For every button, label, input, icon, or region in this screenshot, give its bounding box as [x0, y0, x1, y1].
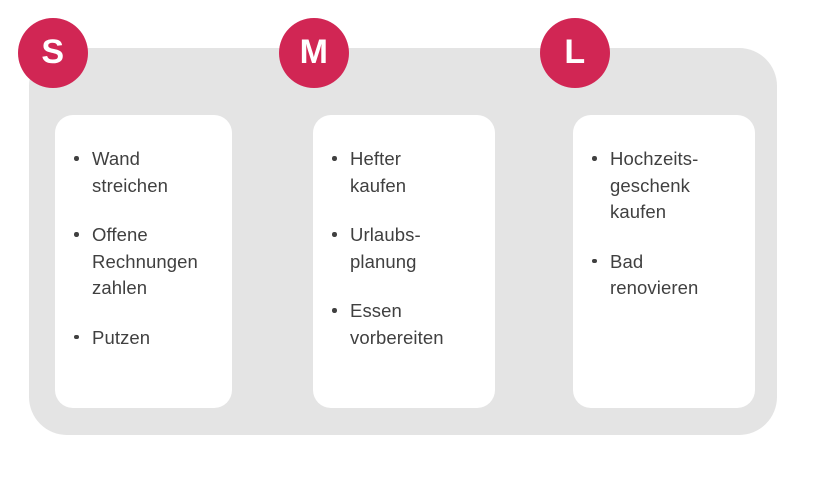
list-item: Hochzeits- geschenk kaufen — [590, 146, 745, 226]
size-badge-small: S — [18, 18, 88, 88]
list-item: Essen vorbereiten — [330, 298, 485, 351]
size-badge-medium-label: M — [299, 33, 329, 71]
task-label: Hochzeits- geschenk kaufen — [610, 148, 699, 222]
list-item: Hefter kaufen — [330, 146, 485, 199]
task-label: Offene Rechnungen zahlen — [92, 224, 198, 298]
task-label: Essen vorbereiten — [350, 300, 444, 348]
task-label: Wand streichen — [92, 148, 168, 196]
bullet-icon — [332, 308, 337, 313]
bullet-icon — [332, 156, 337, 161]
list-item: Bad renovieren — [590, 249, 745, 302]
size-badge-medium: M — [279, 18, 349, 88]
task-list-small: Wand streichen Offene Rechnungen zahlen … — [72, 146, 222, 351]
task-card-small-content: Wand streichen Offene Rechnungen zahlen … — [72, 146, 222, 351]
task-card-large-content: Hochzeits- geschenk kaufen Bad renoviere… — [590, 146, 745, 302]
task-list-large: Hochzeits- geschenk kaufen Bad renoviere… — [590, 146, 745, 302]
list-item: Wand streichen — [72, 146, 222, 199]
bullet-icon — [592, 156, 597, 161]
task-card-medium: Hefter kaufen Urlaubs- planung Essen vor… — [313, 115, 495, 408]
task-label: Urlaubs- planung — [350, 224, 421, 272]
list-item: Offene Rechnungen zahlen — [72, 222, 222, 302]
task-card-medium-content: Hefter kaufen Urlaubs- planung Essen vor… — [330, 146, 485, 351]
bullet-icon — [74, 334, 79, 339]
bullet-icon — [592, 258, 597, 263]
list-item: Putzen — [72, 325, 222, 352]
task-label: Bad renovieren — [610, 250, 699, 299]
bullet-icon — [74, 232, 79, 237]
size-badge-small-label: S — [41, 33, 65, 71]
bullet-icon — [74, 156, 79, 161]
bullet-icon — [332, 232, 337, 237]
size-badge-large-label: L — [564, 33, 586, 71]
task-label: Putzen — [92, 326, 151, 348]
task-label: Hefter kaufen — [350, 148, 407, 196]
task-list-medium: Hefter kaufen Urlaubs- planung Essen vor… — [330, 146, 485, 351]
task-card-small: Wand streichen Offene Rechnungen zahlen … — [55, 115, 232, 408]
size-badge-large: L — [540, 18, 610, 88]
list-item: Urlaubs- planung — [330, 222, 485, 275]
task-card-large: Hochzeits- geschenk kaufen Bad renoviere… — [573, 115, 755, 408]
